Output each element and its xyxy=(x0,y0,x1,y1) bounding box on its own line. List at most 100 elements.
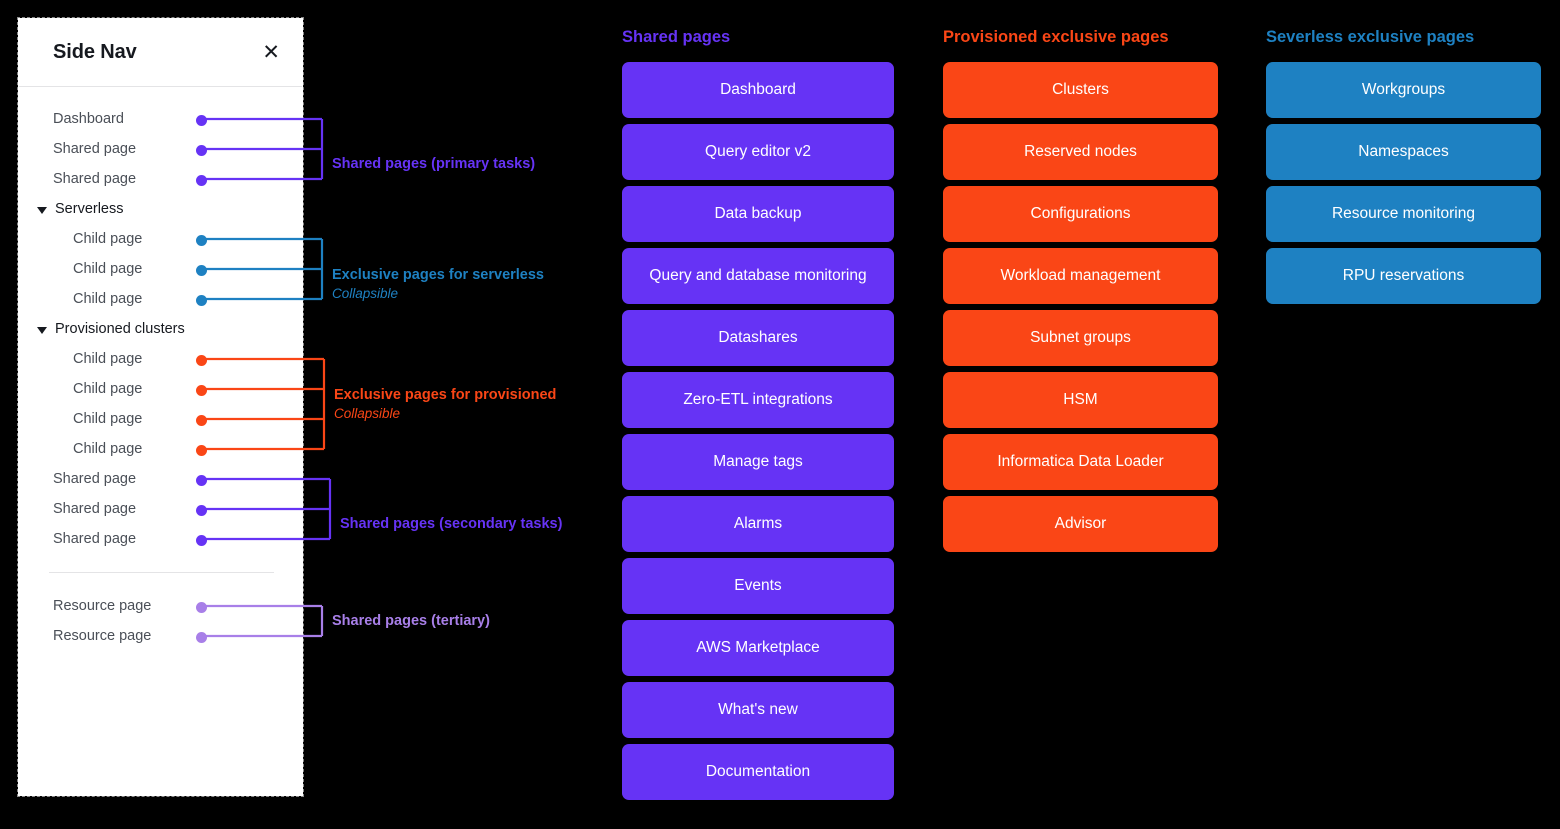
column-title: Provisioned exclusive pages xyxy=(943,28,1169,46)
nav-item-label: Dashboard xyxy=(53,111,124,127)
page-card[interactable]: Events xyxy=(622,558,894,614)
annotation-title: Shared pages (tertiary) xyxy=(332,613,490,629)
page-card[interactable]: Workgroups xyxy=(1266,62,1541,118)
page-card[interactable]: Datashares xyxy=(622,310,894,366)
page-title: Side Nav xyxy=(53,41,137,63)
page-card[interactable]: What's new xyxy=(622,682,894,738)
page-card[interactable]: Reserved nodes xyxy=(943,124,1218,180)
nav-item[interactable]: Child page xyxy=(19,404,302,434)
nav-item-label: Shared page xyxy=(53,501,137,517)
nav-item[interactable]: Shared page xyxy=(19,524,302,554)
page-card[interactable]: Documentation xyxy=(622,744,894,800)
annotation-title: Shared pages (primary tasks) xyxy=(332,156,536,172)
nav-item[interactable]: Child page xyxy=(19,254,302,284)
nav-item[interactable]: Child page xyxy=(19,224,302,254)
page-card[interactable]: Alarms xyxy=(622,496,894,552)
nav-item[interactable]: Resource page xyxy=(19,591,302,621)
page-card[interactable]: Query and database monitoring xyxy=(622,248,894,304)
page-card[interactable]: Clusters xyxy=(943,62,1218,118)
nav-item-label: Child page xyxy=(73,231,143,247)
connector-dot xyxy=(195,534,207,546)
connector-dot xyxy=(195,384,207,396)
nav-item-label: Serverless xyxy=(55,201,124,217)
nav-item-label: Resource page xyxy=(53,628,152,644)
annotation-title: Shared pages (secondary tasks) xyxy=(340,516,563,532)
connector-dot xyxy=(195,144,207,156)
connector-dot xyxy=(195,444,207,456)
page-card[interactable]: Resource monitoring xyxy=(1266,186,1541,242)
page-card[interactable]: Informatica Data Loader xyxy=(943,434,1218,490)
connector-dot xyxy=(195,174,207,186)
nav-item[interactable]: Child page xyxy=(19,374,302,404)
connector-dot xyxy=(195,474,207,486)
connector-dot xyxy=(195,504,207,516)
page-card[interactable]: Dashboard xyxy=(622,62,894,118)
annotation-subtitle: Collapsible xyxy=(332,285,399,301)
nav-item[interactable]: Child page xyxy=(19,344,302,374)
nav-item-label: Child page xyxy=(73,441,143,457)
nav-item[interactable]: Shared page xyxy=(19,464,302,494)
nav-item-label: Shared page xyxy=(53,471,137,487)
nav-item-label: Provisioned clusters xyxy=(55,321,185,337)
page-card[interactable]: AWS Marketplace xyxy=(622,620,894,676)
connector-dot xyxy=(195,114,207,126)
annotation-label: Shared pages (secondary tasks) xyxy=(340,515,562,534)
column-title: Shared pages xyxy=(622,28,731,46)
nav-item[interactable]: Dashboard xyxy=(19,104,302,134)
nav-item-label: Shared page xyxy=(53,171,137,187)
page-card[interactable]: HSM xyxy=(943,372,1218,428)
close-icon[interactable]: ✕ xyxy=(262,41,280,64)
connector-dot xyxy=(195,631,207,643)
nav-item[interactable]: Shared page xyxy=(19,164,302,194)
connector-dot xyxy=(195,354,207,366)
page-card[interactable]: Zero-ETL integrations xyxy=(622,372,894,428)
nav-item-label: Shared page xyxy=(53,531,137,547)
connector-dot xyxy=(195,414,207,426)
connector-dot xyxy=(195,601,207,613)
nav-item-label: Shared page xyxy=(53,141,137,157)
annotation-title: Exclusive pages for provisioned xyxy=(334,387,557,403)
connector-dot xyxy=(195,294,207,306)
page-card[interactable]: Configurations xyxy=(943,186,1218,242)
column-title: Severless exclusive pages xyxy=(1266,28,1475,46)
caret-down-icon xyxy=(37,206,47,214)
page-card[interactable]: Workload management xyxy=(943,248,1218,304)
page-card[interactable]: Advisor xyxy=(943,496,1218,552)
connector-dot xyxy=(195,234,207,246)
nav-item-label: Resource page xyxy=(53,598,152,614)
connector-dot xyxy=(195,264,207,276)
caret-down-icon xyxy=(37,326,47,334)
nav-item[interactable]: Resource page xyxy=(19,621,302,651)
nav-group-serverless[interactable]: Serverless xyxy=(19,194,302,224)
nav-item[interactable]: Shared page xyxy=(19,494,302,524)
nav-item[interactable]: Child page xyxy=(19,284,302,314)
nav-item[interactable]: Child page xyxy=(19,434,302,464)
annotation-label: Shared pages (primary tasks) xyxy=(332,155,535,174)
nav-divider xyxy=(49,572,274,573)
page-card[interactable]: Namespaces xyxy=(1266,124,1541,180)
page-card[interactable]: Data backup xyxy=(622,186,894,242)
annotation-title: Exclusive pages for serverless xyxy=(332,267,544,283)
nav-item-label: Child page xyxy=(73,291,143,307)
nav-item-label: Child page xyxy=(73,261,143,277)
annotation-label: Shared pages (tertiary) xyxy=(332,612,490,631)
page-card[interactable]: Subnet groups xyxy=(943,310,1218,366)
nav-group-provisioned-clusters[interactable]: Provisioned clusters xyxy=(19,314,302,344)
nav-item-label: Child page xyxy=(73,411,143,427)
side-nav-header: Side Nav ✕ xyxy=(19,19,302,87)
nav-item[interactable]: Shared page xyxy=(19,134,302,164)
page-card[interactable]: Query editor v2 xyxy=(622,124,894,180)
page-card[interactable]: RPU reservations xyxy=(1266,248,1541,304)
nav-item-label: Child page xyxy=(73,351,143,367)
page-card[interactable]: Manage tags xyxy=(622,434,894,490)
